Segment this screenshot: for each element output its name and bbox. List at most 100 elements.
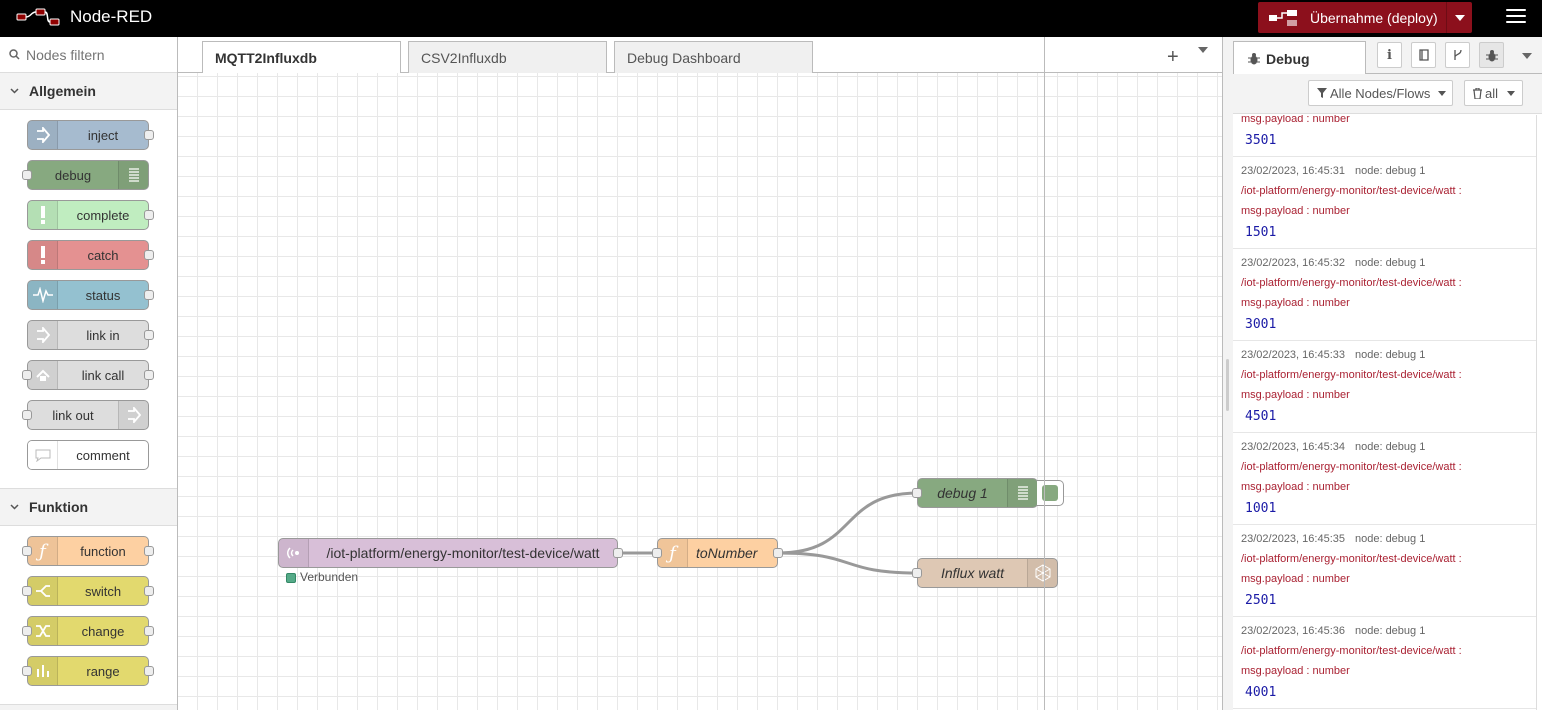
input-port[interactable] [22,666,32,676]
input-port[interactable] [652,548,662,558]
input-port[interactable] [22,410,32,420]
output-port[interactable] [144,626,154,636]
debug-msg-timestamp: 23/02/2023, 16:45:33 [1241,349,1345,361]
palette-node-catch[interactable]: catch [27,240,154,270]
flow-canvas[interactable]: /iot-platform/energy-monitor/test-device… [178,73,1222,710]
toggle-on-icon [1042,485,1058,501]
caret-down-icon[interactable] [1198,47,1208,53]
palette-node-switch[interactable]: switch [22,576,154,606]
input-port[interactable] [912,568,922,578]
debug-msg-node[interactable]: node: debug 1 [1354,441,1426,453]
output-port[interactable] [144,586,154,596]
debug-msg-value[interactable]: 3001 [1245,317,1277,332]
category-header-funktion[interactable]: Funktion [0,489,177,526]
debug-msg-node[interactable]: node: debug 1 [1354,165,1426,177]
output-port[interactable] [773,548,783,558]
sidebar-tab-git[interactable] [1445,42,1470,68]
caret-down-icon [1507,90,1516,96]
palette-node-link-out[interactable]: link out [22,400,149,430]
hamburger-icon [1506,9,1526,11]
input-port[interactable] [22,586,32,596]
bug-icon [1248,53,1260,65]
palette-node-range[interactable]: range [22,656,154,686]
palette-node-label: function [80,543,126,559]
category-body-allgemein: inject debug complete catch status link … [0,110,177,489]
flow-node-debug[interactable]: debug 1 [912,478,1038,508]
output-port[interactable] [613,548,623,558]
debug-msg-node[interactable]: node: debug 1 [1354,625,1426,637]
input-port[interactable] [22,370,32,380]
flow-node-influx[interactable]: Influx watt [912,558,1058,588]
debug-msg-type: msg.payload : number [1241,573,1350,585]
output-port[interactable] [144,370,154,380]
drag-handle[interactable] [1226,359,1229,411]
debug-msg-timestamp: 23/02/2023, 16:45:31 [1241,165,1345,177]
link-in-icon [28,321,58,349]
output-port[interactable] [144,250,154,260]
debug-clear-label: all [1485,85,1499,101]
input-port[interactable] [22,626,32,636]
palette-node-link-in[interactable]: link in [27,320,154,350]
palette-node-complete[interactable]: complete [27,200,154,230]
palette-node-status[interactable]: status [27,280,154,310]
input-port[interactable] [22,170,32,180]
output-port[interactable] [144,210,154,220]
debug-msg-value[interactable]: 4001 [1245,685,1277,700]
palette-node-change[interactable]: change [22,616,154,646]
debug-msg-value[interactable]: 4501 [1245,409,1277,424]
tab-debug-dashboard[interactable]: Debug Dashboard [614,41,813,73]
input-port[interactable] [912,488,922,498]
deploy-options-button[interactable] [1446,2,1472,33]
debug-msg-value[interactable]: 1001 [1245,501,1277,516]
debug-msg-topic: /iot-platform/energy-monitor/test-device… [1241,277,1462,289]
caret-down-icon [1438,90,1447,96]
sidebar-tab-info[interactable]: i [1377,42,1402,68]
palette-node-function[interactable]: ƒ function [22,536,154,566]
debug-msg-node[interactable]: node: debug 1 [1354,533,1426,545]
output-port[interactable] [144,546,154,556]
debug-msg-node[interactable]: node: debug 1 [1354,349,1426,361]
palette-node-comment[interactable]: comment [27,440,149,470]
sidebar-tab-debug[interactable]: Debug [1233,41,1366,75]
palette-node-debug[interactable]: debug [22,160,149,190]
category-header-allgemein[interactable]: Allgemein [0,73,177,110]
flow-wires [618,491,919,575]
input-port[interactable] [22,546,32,556]
tab-mqtt2influxdb[interactable]: MQTT2Influxdb [202,41,401,74]
arrow-in-icon [28,121,58,149]
palette-node-inject[interactable]: inject [27,120,154,150]
link-call-icon [28,361,58,389]
debug-msg-value[interactable]: 1501 [1245,225,1277,240]
deploy-button[interactable]: Übernahme (deploy) [1258,2,1472,33]
debug-scrollbar[interactable] [1537,115,1542,710]
debug-msg-timestamp: 23/02/2023, 16:45:36 [1241,625,1345,637]
output-port[interactable] [144,666,154,676]
debug-clear-button[interactable]: all [1464,80,1523,106]
sidebar-splitter[interactable] [1222,37,1233,710]
palette-node-link-call[interactable]: link call [22,360,154,390]
debug-msg-value[interactable]: 3501 [1245,133,1277,148]
flow-node-function[interactable]: ƒ toNumber [652,538,783,568]
debug-toggle-button[interactable] [1037,480,1064,506]
sidebar-tab-debug-icon[interactable] [1479,42,1504,68]
debug-filter-select[interactable]: Alle Nodes/Flows [1308,80,1453,106]
palette-search [0,37,177,73]
function-icon: ƒ [658,539,688,567]
debug-msg-topic: /iot-platform/energy-monitor/test-device… [1241,461,1462,473]
caret-down-icon[interactable] [1522,53,1532,59]
debug-msg-node[interactable]: node: debug 1 [1354,257,1426,269]
main-menu-button[interactable] [1506,9,1526,27]
tab-csv2influxdb[interactable]: CSV2Influxdb [408,41,607,73]
flow-node-mqtt-in[interactable]: /iot-platform/energy-monitor/test-device… [278,538,623,568]
debug-msg-value[interactable]: 2501 [1245,593,1277,608]
add-flow-icon[interactable]: + [1167,46,1179,68]
output-port[interactable] [144,290,154,300]
output-port[interactable] [144,130,154,140]
sidebar-tab-help[interactable] [1411,42,1436,68]
palette-filter-input[interactable] [26,46,176,63]
chevron-down-icon [10,504,19,510]
output-port[interactable] [144,330,154,340]
